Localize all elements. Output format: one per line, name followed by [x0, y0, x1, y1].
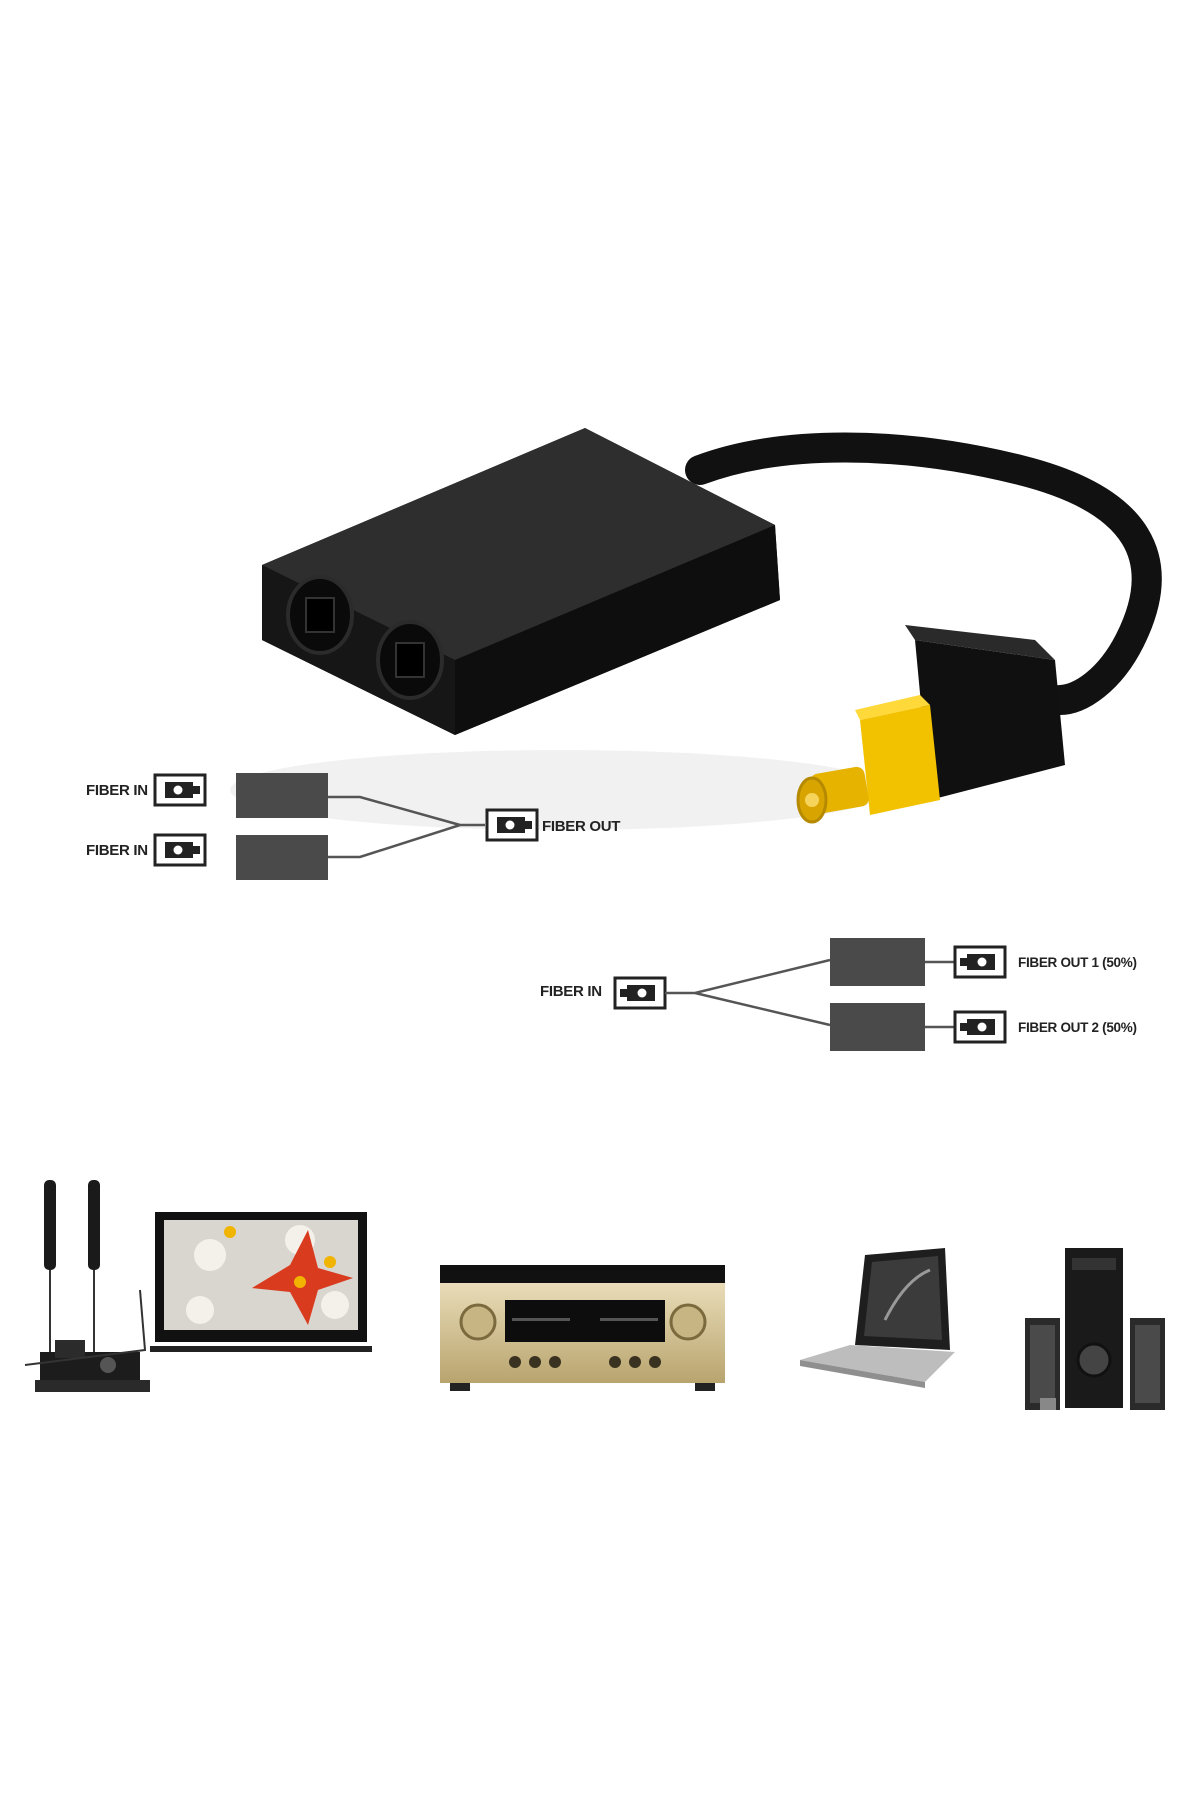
- split-diagram: FIBER IN FIBER OUT 1 (50%) FIBER OUT 2 (…: [540, 938, 1137, 1051]
- output-box-2: [830, 1003, 925, 1051]
- splitter-output-port-1: [286, 575, 354, 655]
- fiber-out-1-label: FIBER OUT 1 (50%): [1018, 955, 1137, 970]
- fiber-out-2-port-icon: [953, 1010, 1007, 1044]
- amplifier-receiver-icon: [440, 1265, 725, 1391]
- home-theater-tv-icon: [24, 1180, 372, 1392]
- split-lines: [665, 958, 831, 1027]
- fiber-in-label-2: FIBER IN: [86, 842, 148, 859]
- splitter-output-port-2: [376, 620, 444, 700]
- output-box-1: [830, 938, 925, 986]
- speaker-system-icon: [1025, 1248, 1165, 1410]
- laptop-icon: [800, 1248, 955, 1388]
- input-box-1: [236, 773, 328, 818]
- fiber-in-port-icon-1: [153, 773, 207, 807]
- combine-lines: [328, 795, 485, 859]
- fiber-out-2-label: FIBER OUT 2 (50%): [1018, 1020, 1137, 1035]
- fiber-out-1-port-icon: [953, 945, 1007, 979]
- split-fiber-in-label: FIBER IN: [540, 983, 602, 1000]
- fiber-in-port-icon-2: [153, 833, 207, 867]
- combine-diagram: FIBER IN FIBER IN FIBER OUT: [86, 773, 621, 880]
- optical-splitter-photo: [230, 428, 1162, 830]
- split-fiber-in-port-icon: [613, 976, 667, 1010]
- toslink-plug: [796, 625, 1065, 824]
- fiber-out-port-icon: [485, 808, 539, 842]
- input-box-2: [236, 835, 328, 880]
- fiber-in-label-1: FIBER IN: [86, 782, 148, 799]
- fiber-out-label: FIBER OUT: [542, 818, 620, 835]
